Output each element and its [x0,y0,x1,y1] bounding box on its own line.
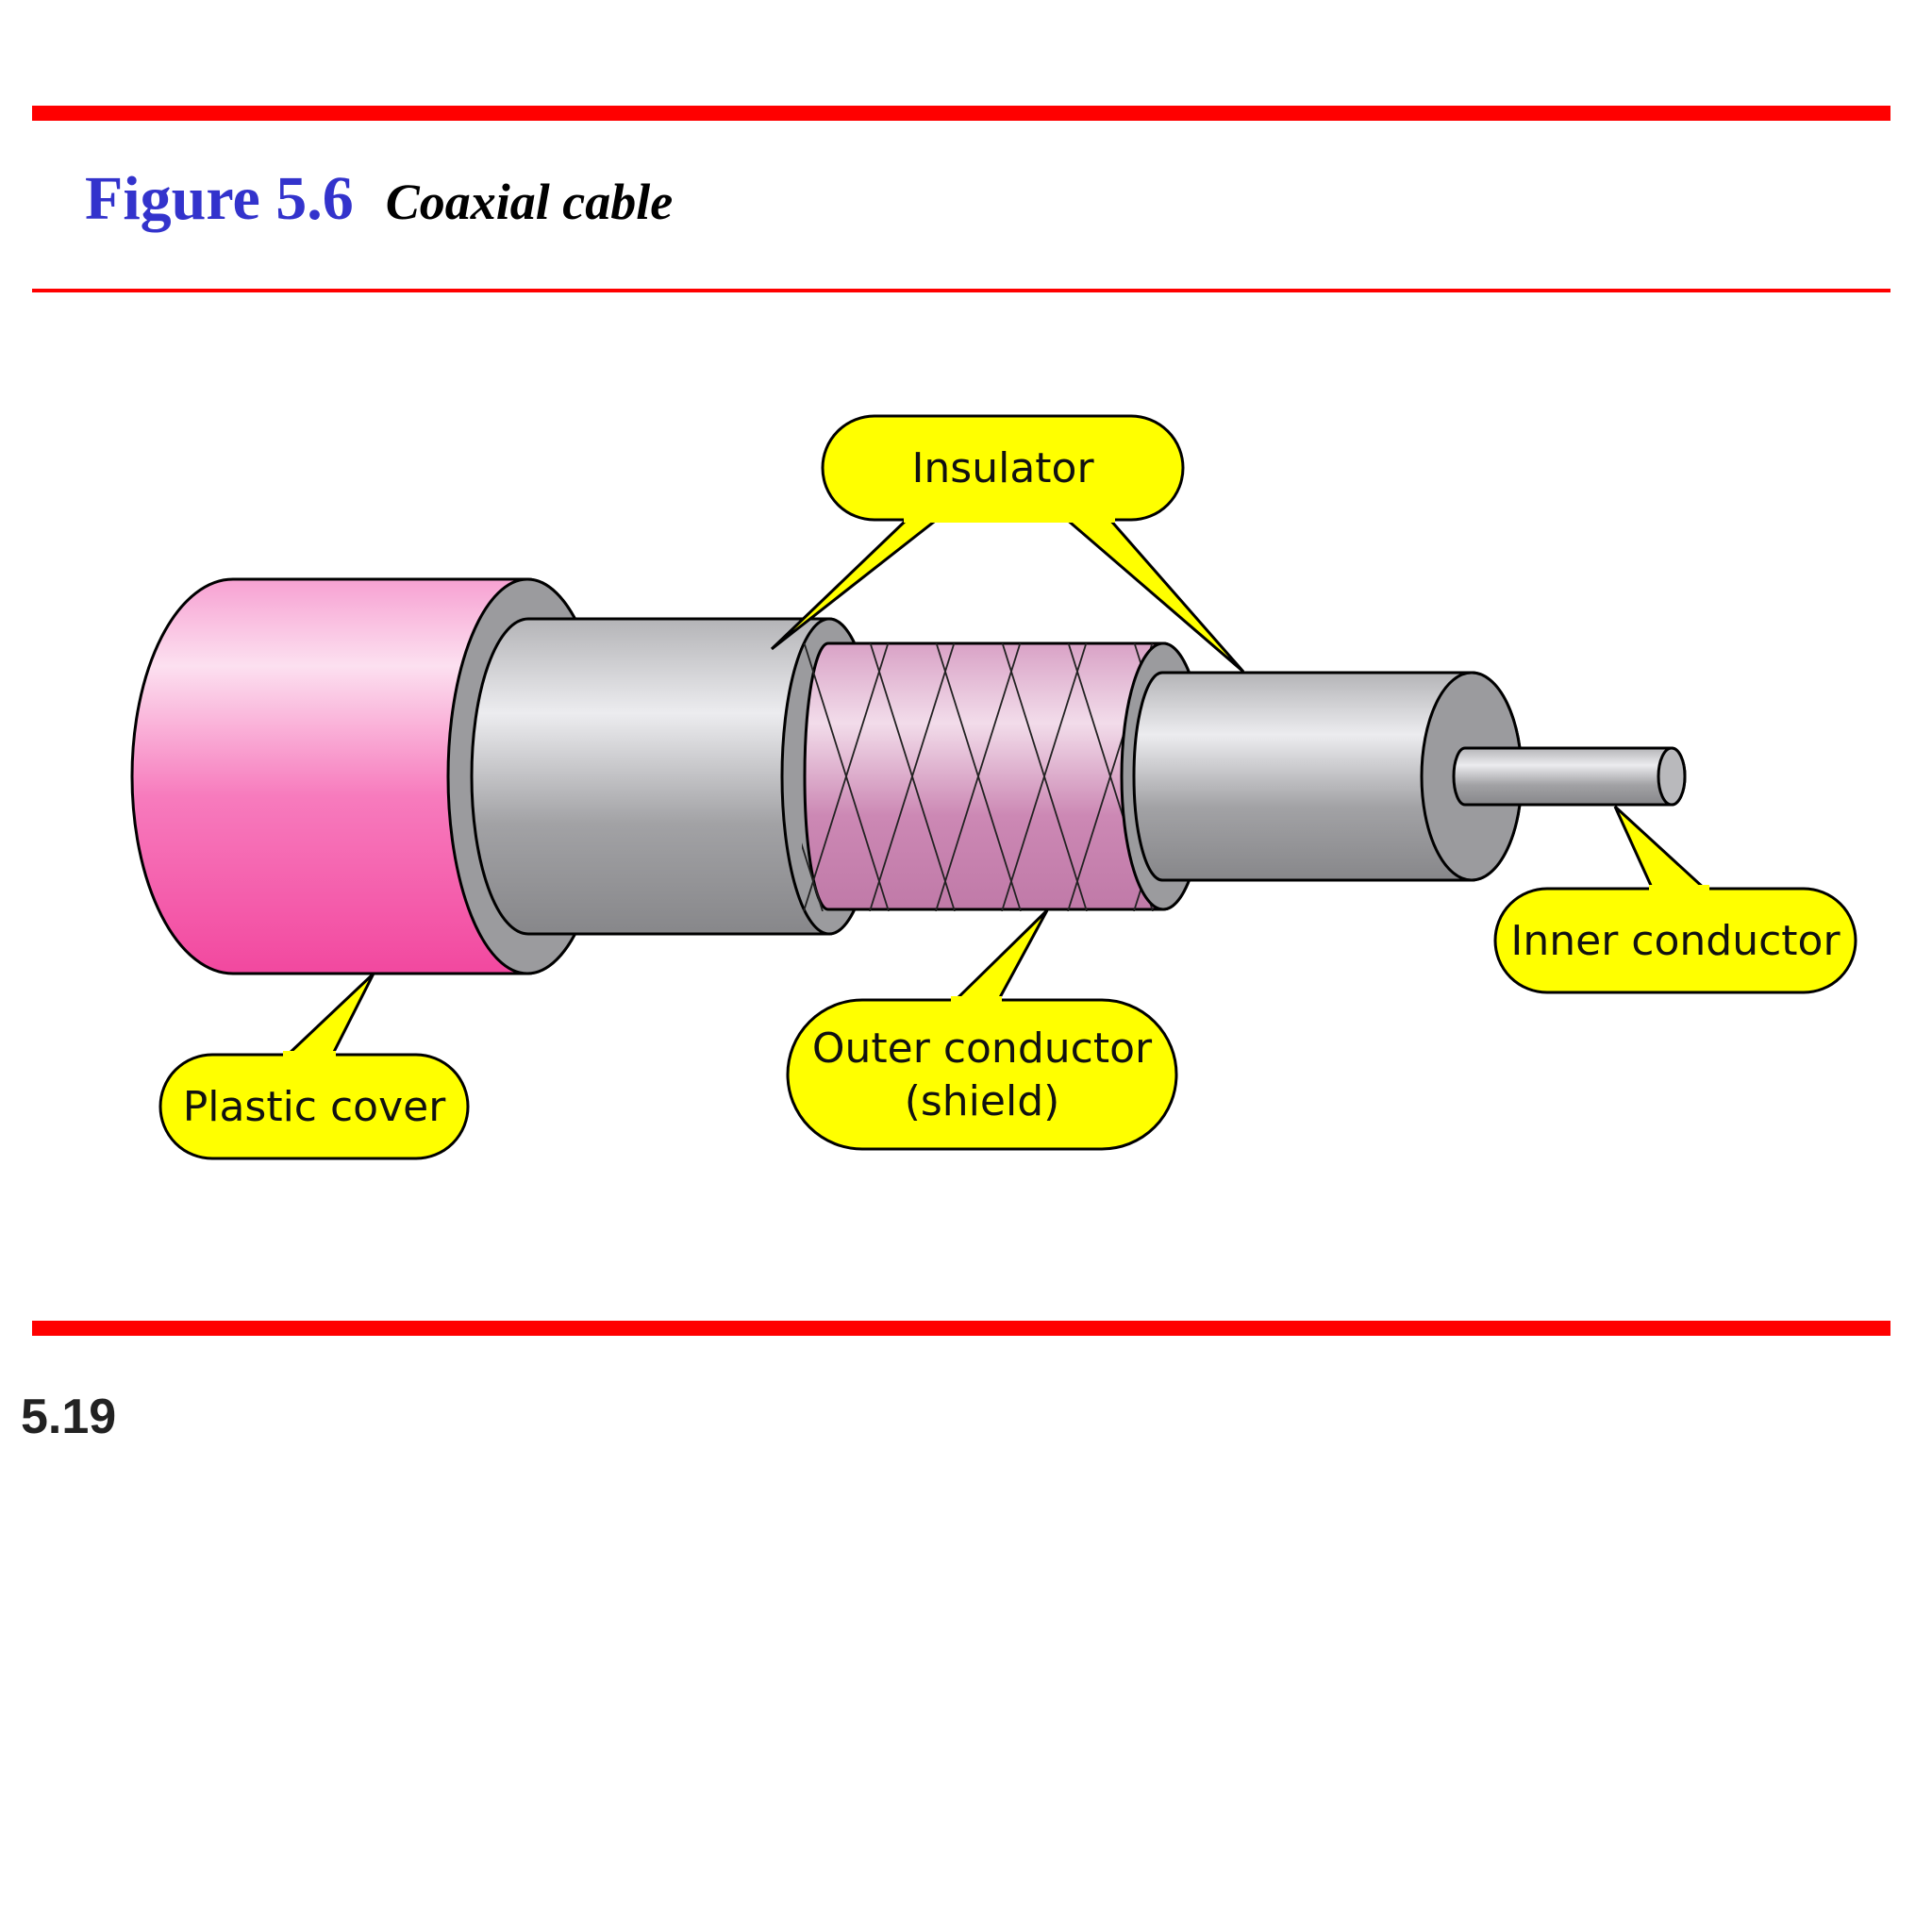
shield-braid-pattern [802,643,1170,911]
callout-plastic-cover-pointer [283,972,375,1058]
slide-number: 5.19 [21,1390,117,1444]
callout-insulator-seam [904,515,1115,523]
callout-inner-conductor-label: Inner conductor [1510,917,1840,965]
inner-conductor-body [1452,746,1687,807]
callout-insulator-pointer-left [770,517,942,651]
callout-outer-conductor-seam [951,996,1002,1004]
coaxial-cable-diagram: Insulator Plastic cover Outer conductor … [130,414,1857,1160]
bottom-red-rule [32,1321,1890,1336]
callout-inner-conductor-seam [1649,885,1709,892]
callout-outer-conductor-label-line2: (shield) [905,1077,1060,1125]
callout-plastic-cover-seam [283,1051,336,1058]
callout-outer-conductor: Outer conductor (shield) [786,908,1178,1151]
callout-insulator-label: Insulator [911,444,1094,492]
callout-outer-conductor-box [786,998,1178,1151]
callout-inner-conductor: Inner conductor [1493,805,1857,994]
callout-plastic-cover-label: Plastic cover [183,1083,447,1131]
callout-outer-conductor-label-line1: Outer conductor [812,1024,1153,1073]
callout-inner-conductor-pointer [1613,805,1709,891]
top-red-rule [32,106,1890,121]
inner-conductor-end-face [1657,746,1687,807]
callout-plastic-cover: Plastic cover [158,972,470,1160]
heading-divider-rule [32,289,1890,292]
callout-insulator: Insulator [770,414,1245,674]
figure-caption: Coaxial cable [385,174,674,230]
callout-outer-conductor-pointer [951,908,1049,1003]
figure-number: Figure 5.6 [85,164,354,233]
inner-conductor-section [1452,746,1687,807]
